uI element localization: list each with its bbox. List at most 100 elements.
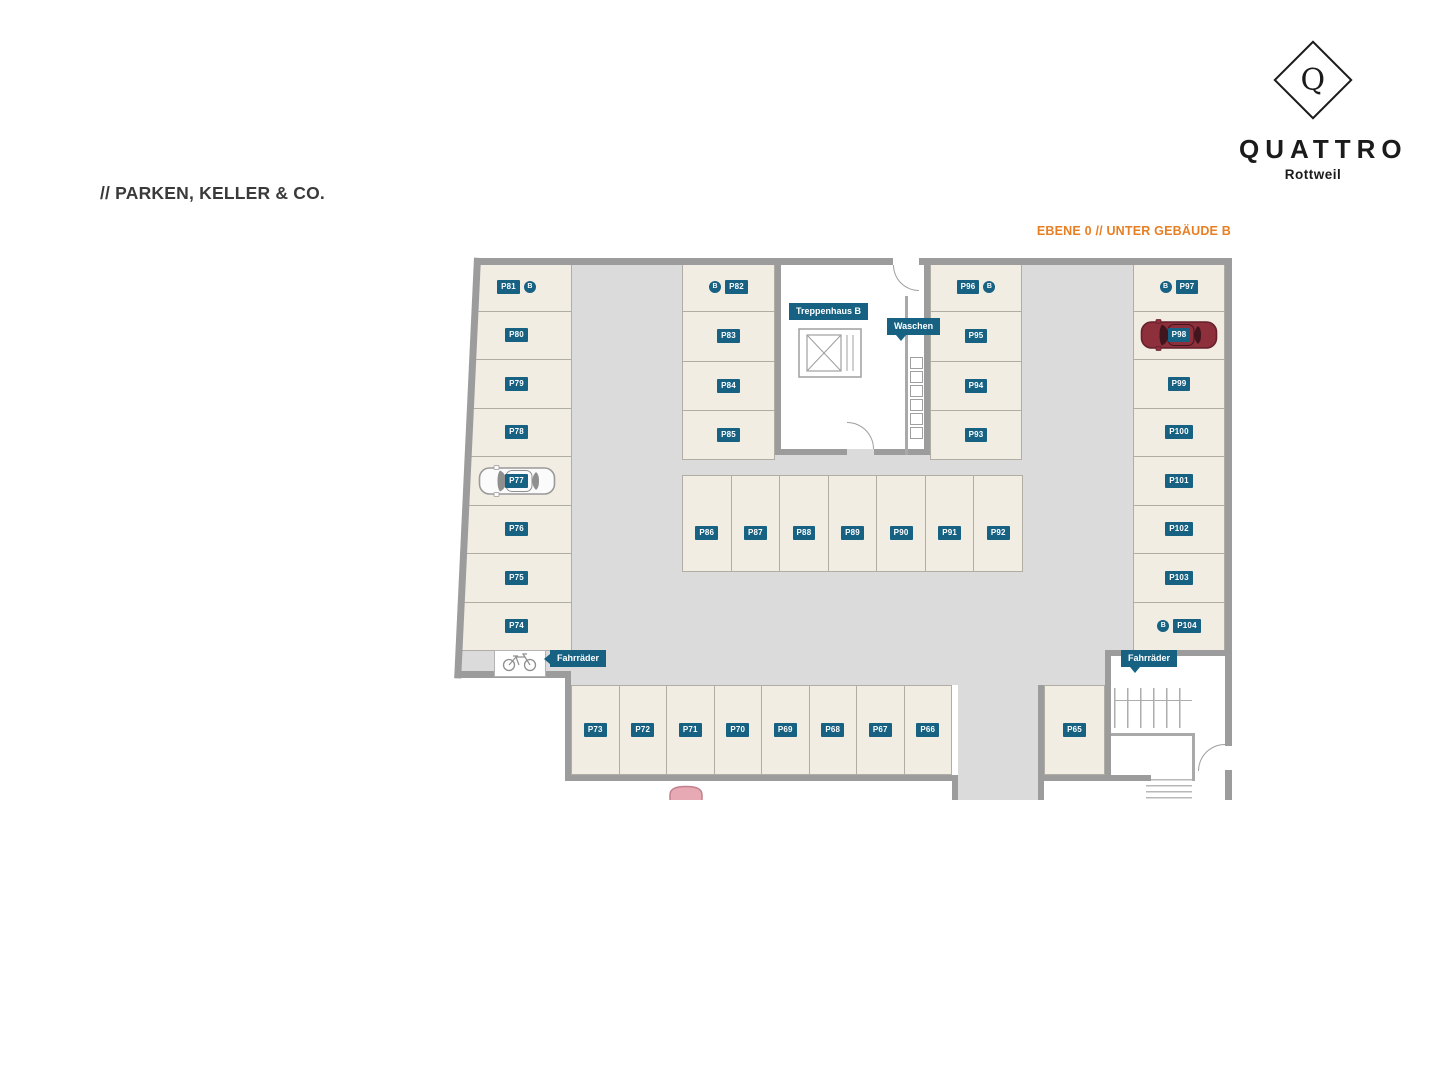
wall-segment bbox=[905, 296, 908, 455]
parking-stall-p77: P77 bbox=[462, 456, 571, 505]
washing-machine-icon bbox=[910, 427, 923, 439]
stall-label: P89 bbox=[841, 525, 864, 540]
wall-segment bbox=[1038, 775, 1111, 781]
stairs-elevator-icon bbox=[798, 328, 862, 378]
parking-stall-p92: P92 bbox=[973, 476, 1022, 571]
accessible-b-badge: B bbox=[983, 281, 996, 294]
stall-group-bottom: P73 P72 P71 P70 P69 P68 P67 P66 bbox=[571, 685, 952, 775]
stall-label: P75 bbox=[505, 570, 528, 585]
drive-aisle bbox=[565, 652, 1105, 685]
stall-label: P98 bbox=[1167, 328, 1191, 343]
wall-segment bbox=[1225, 258, 1232, 746]
parking-stall-p75: P75 bbox=[462, 553, 571, 602]
parking-stall-p83: P83 bbox=[683, 311, 774, 360]
parking-stall-p76: P76 bbox=[462, 504, 571, 554]
accessible-b-badge: B bbox=[1157, 620, 1170, 633]
level-label: EBENE 0 // UNTER GEBÄUDE B bbox=[1036, 224, 1231, 238]
wall-segment bbox=[874, 449, 930, 455]
accessible-b-badge: B bbox=[709, 281, 722, 294]
stall-label: P90 bbox=[889, 525, 913, 540]
parking-stall-p86: P86 bbox=[683, 476, 731, 571]
parking-stall-p102: P102 bbox=[1134, 504, 1224, 554]
stall-label: P86 bbox=[695, 525, 719, 540]
parking-stall-p100: P100 bbox=[1134, 407, 1224, 457]
parking-stall-p95: P95 bbox=[931, 311, 1021, 360]
washing-machine-icon bbox=[910, 399, 923, 411]
parking-stall-p103: P103 bbox=[1134, 553, 1224, 602]
logo-name: QUATTRO bbox=[1239, 134, 1408, 164]
accessible-b-badge: B bbox=[1159, 280, 1172, 293]
stall-label: P70 bbox=[726, 723, 750, 737]
pink-car-icon bbox=[666, 785, 706, 800]
parking-stall-p68: P68 bbox=[808, 686, 857, 774]
stairwell-label: Treppenhaus B bbox=[789, 303, 869, 320]
stall-label: P88 bbox=[792, 525, 816, 540]
parking-stall-p101: P101 bbox=[1134, 456, 1224, 505]
stall-label: P92 bbox=[986, 525, 1010, 540]
wall-segment bbox=[565, 671, 571, 781]
stall-label: P82 bbox=[725, 280, 748, 295]
bike-rack bbox=[494, 650, 546, 677]
stall-label: P101 bbox=[1165, 473, 1193, 488]
parking-stall-p93: P93 bbox=[931, 409, 1021, 459]
stall-label: P97 bbox=[1175, 279, 1199, 294]
parking-stall-p85: P85 bbox=[683, 409, 774, 459]
stall-label: P87 bbox=[743, 525, 767, 540]
stall-label: P91 bbox=[938, 525, 962, 540]
stall-label: P81 bbox=[497, 279, 520, 294]
stall-label: P104 bbox=[1173, 619, 1201, 634]
parking-stall-p79: P79 bbox=[462, 359, 571, 408]
stall-label: P73 bbox=[583, 723, 607, 737]
parking-stall-p70: P70 bbox=[713, 686, 762, 774]
parking-stall-p99: P99 bbox=[1134, 359, 1224, 408]
quattro-logo: Q QUATTRO Rottweil bbox=[1233, 38, 1408, 182]
wall-segment bbox=[775, 258, 781, 455]
stall-label: P67 bbox=[868, 723, 892, 737]
stall-label: P66 bbox=[916, 723, 940, 737]
parking-stall-p73: P73 bbox=[572, 686, 619, 774]
stall-group-p65: P65 bbox=[1044, 685, 1105, 775]
washing-machine-icon bbox=[910, 357, 923, 369]
parking-stall-p98: P98 bbox=[1134, 310, 1224, 360]
parking-stall-p65: P65 bbox=[1045, 686, 1104, 774]
washing-machine-icon bbox=[910, 385, 923, 397]
stall-label: P72 bbox=[631, 723, 655, 737]
parking-stall-p84: P84 bbox=[683, 360, 774, 410]
stall-label: P65 bbox=[1063, 723, 1086, 737]
stall-label: P77 bbox=[505, 473, 528, 488]
washing-machine-icon bbox=[910, 371, 923, 383]
door-opening bbox=[893, 258, 919, 265]
wall-segment bbox=[1192, 733, 1195, 781]
stall-label: P102 bbox=[1165, 522, 1193, 537]
bike-label-right: Fahrräder bbox=[1121, 650, 1178, 673]
stall-label: P100 bbox=[1165, 425, 1193, 440]
parking-stall-p88: P88 bbox=[779, 476, 828, 571]
stall-label: P69 bbox=[773, 723, 797, 737]
stairs-icon bbox=[1146, 779, 1192, 800]
bicycle-icon bbox=[500, 650, 540, 677]
stall-group-center: P86 P87 P88 P89 P90 P91 P92 bbox=[682, 475, 1023, 572]
wall-segment bbox=[478, 258, 1232, 265]
parking-stall-p91: P91 bbox=[924, 476, 974, 571]
parking-stall-p74: P74 bbox=[462, 601, 571, 651]
stall-label: P78 bbox=[505, 425, 528, 440]
stall-label: P74 bbox=[505, 619, 528, 634]
parking-stall-p66: P66 bbox=[903, 686, 952, 774]
wall-segment bbox=[1105, 650, 1111, 781]
parking-stall-p71: P71 bbox=[666, 686, 714, 774]
stall-label: P79 bbox=[505, 376, 528, 391]
parking-stall-p80: P80 bbox=[462, 310, 571, 360]
parking-stall-p90: P90 bbox=[876, 476, 925, 571]
stall-label: P103 bbox=[1165, 570, 1193, 585]
stall-label: P99 bbox=[1167, 376, 1191, 391]
bike-racks bbox=[1114, 688, 1192, 728]
washing-machines bbox=[910, 357, 923, 441]
stall-label: P95 bbox=[964, 329, 988, 344]
wall-segment bbox=[775, 449, 847, 455]
